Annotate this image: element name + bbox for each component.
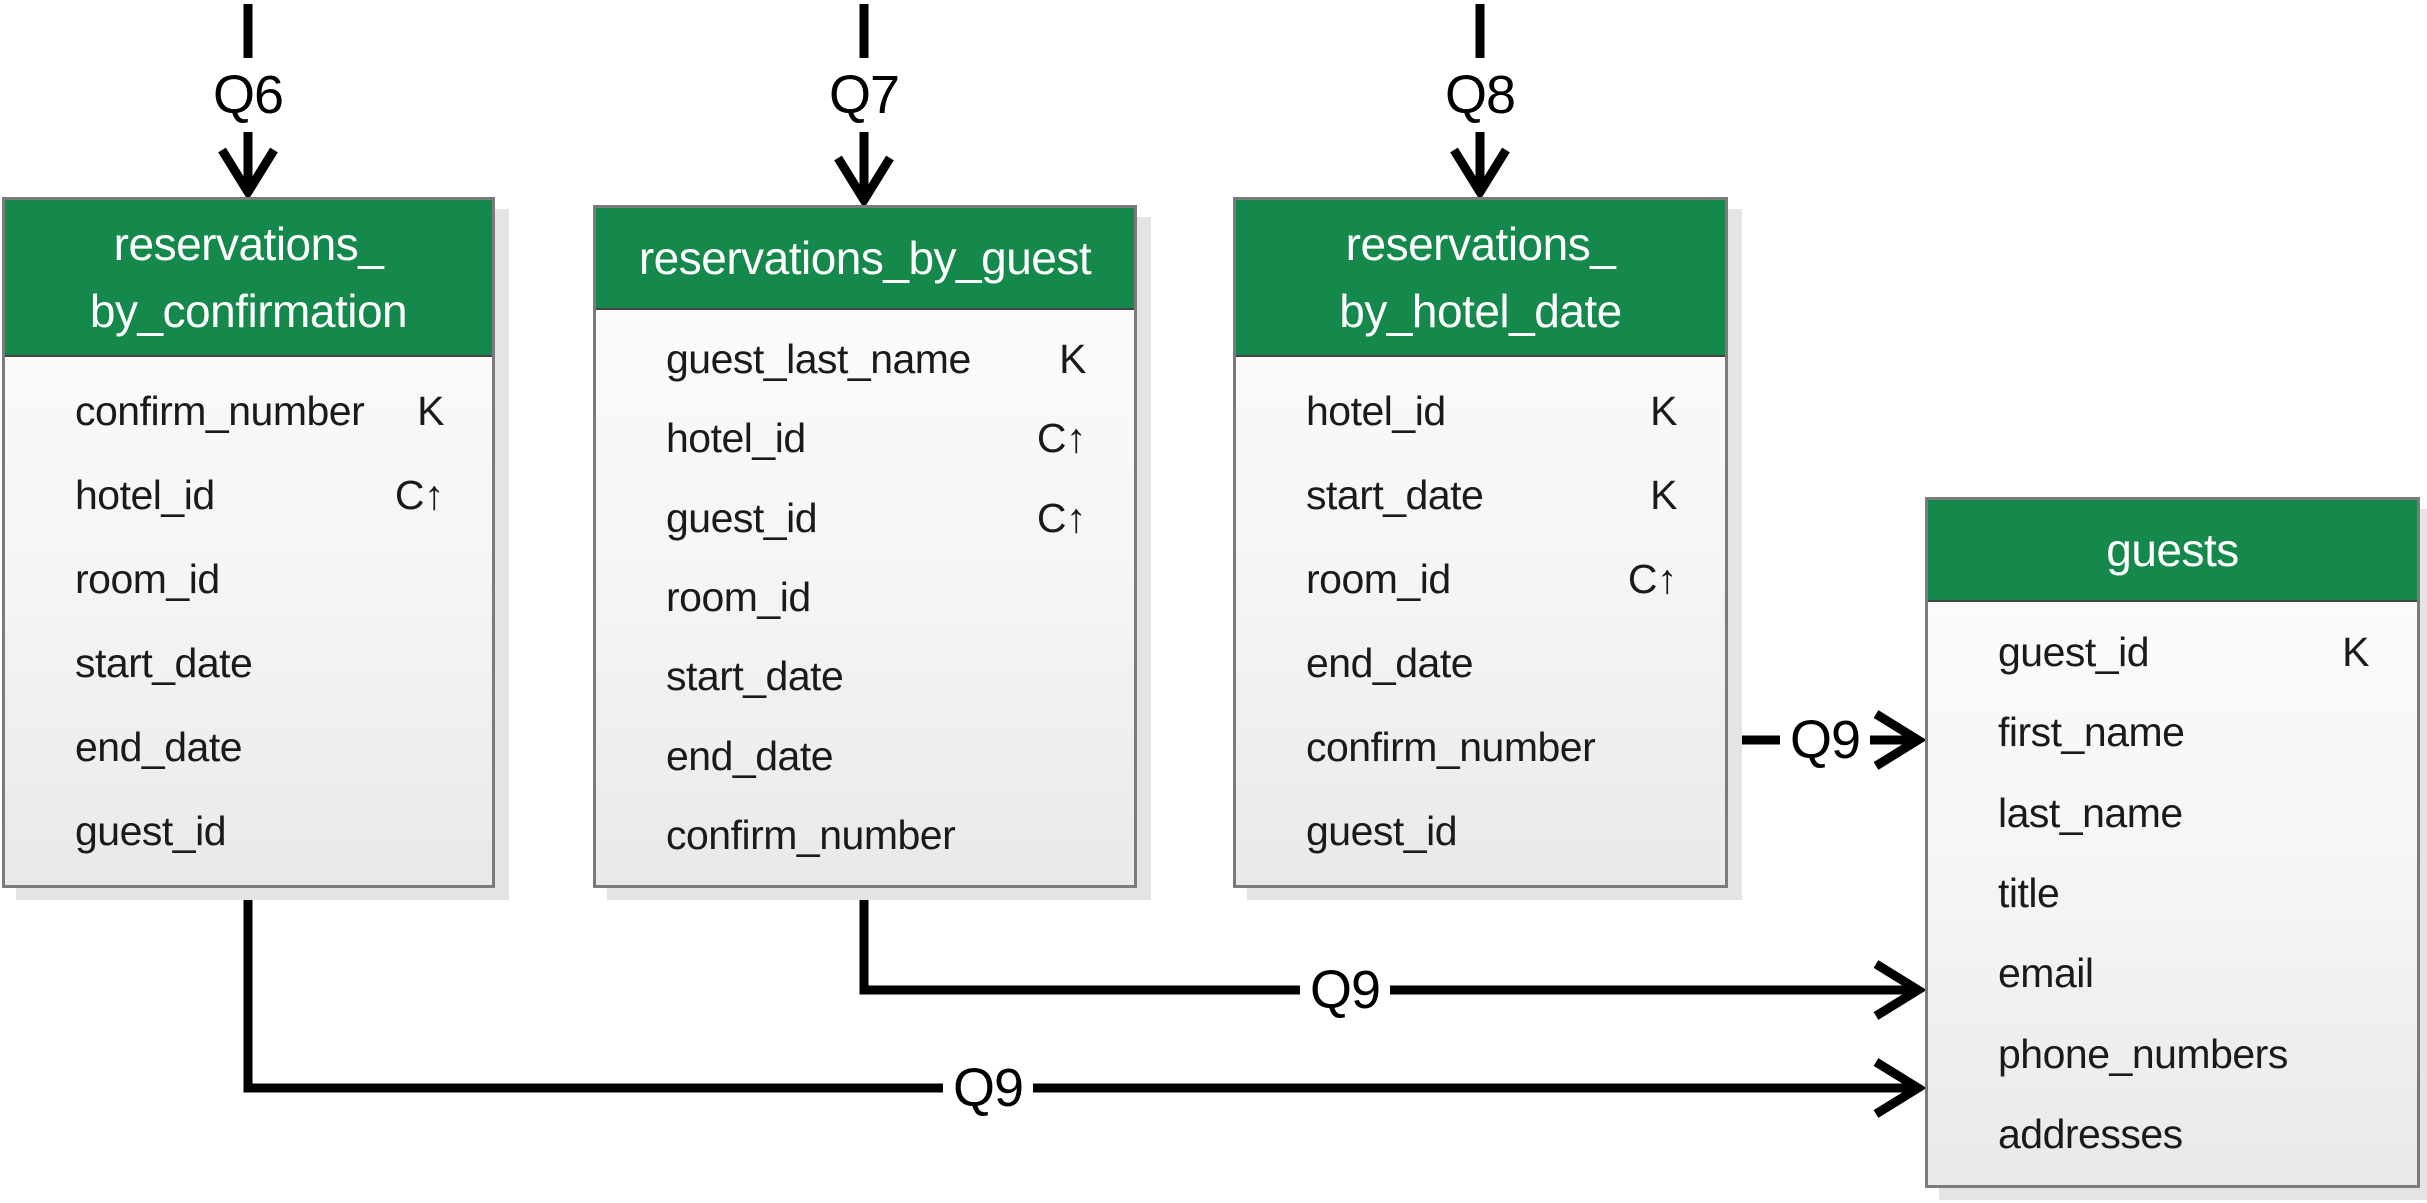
field-row: room_id bbox=[5, 549, 492, 609]
field-row: start_date K bbox=[1236, 465, 1725, 525]
table-body: guest_last_name K hotel_id C↑ guest_id C… bbox=[596, 310, 1134, 885]
table-reservations-by-confirmation: reservations_ by_confirmation confirm_nu… bbox=[2, 197, 495, 888]
field-name: guest_last_name bbox=[666, 335, 971, 382]
query-label-q7: Q7 bbox=[828, 65, 900, 125]
field-key-indicator: C↑ bbox=[1036, 494, 1087, 541]
field-row: addresses bbox=[1928, 1105, 2417, 1165]
field-row: guest_last_name K bbox=[596, 329, 1134, 389]
field-key-indicator: K bbox=[1650, 471, 1677, 518]
field-name: hotel_id bbox=[1306, 387, 1446, 434]
field-row: end_date bbox=[5, 717, 492, 777]
field-key-indicator: K bbox=[1650, 387, 1677, 434]
field-row: first_name bbox=[1928, 703, 2417, 763]
field-key-indicator: C↑ bbox=[394, 471, 445, 518]
table-header: reservations_ by_hotel_date bbox=[1236, 200, 1725, 357]
field-row: guest_id K bbox=[1928, 622, 2417, 682]
field-row: hotel_id C↑ bbox=[596, 409, 1134, 469]
field-name: guest_id bbox=[666, 494, 818, 541]
query-label-q6: Q6 bbox=[212, 65, 284, 125]
query-label-q9-from-guest: Q9 bbox=[1299, 959, 1391, 1021]
field-name: title bbox=[1998, 870, 2060, 916]
field-name: room_id bbox=[666, 574, 811, 620]
field-row: end_date bbox=[1236, 633, 1725, 693]
table-header: reservations_ by_confirmation bbox=[5, 200, 492, 357]
field-name: email bbox=[1998, 950, 2094, 997]
field-key-indicator: K bbox=[417, 387, 444, 434]
field-name: start_date bbox=[1306, 471, 1484, 518]
field-name: end_date bbox=[75, 723, 243, 770]
field-name: guest_id bbox=[1306, 807, 1458, 854]
field-name: first_name bbox=[1998, 709, 2185, 756]
field-name: start_date bbox=[75, 639, 253, 686]
table-reservations-by-hotel-date: reservations_ by_hotel_date hotel_id K s… bbox=[1233, 197, 1728, 888]
field-key-indicator: K bbox=[2342, 628, 2369, 675]
field-name: room_id bbox=[1306, 555, 1451, 602]
field-row: guest_id C↑ bbox=[596, 488, 1134, 548]
field-name: confirm_number bbox=[666, 812, 956, 859]
table-header: guests bbox=[1928, 500, 2417, 602]
field-row: confirm_number K bbox=[5, 381, 492, 441]
query-label-q9-from-hotel-date: Q9 bbox=[1779, 709, 1871, 771]
field-name: addresses bbox=[1998, 1111, 2183, 1158]
field-row: end_date bbox=[596, 726, 1134, 786]
table-body: hotel_id K start_date K room_id C↑ end_d… bbox=[1236, 357, 1725, 885]
field-name: hotel_id bbox=[666, 415, 806, 462]
field-row: hotel_id K bbox=[1236, 381, 1725, 441]
field-row: email bbox=[1928, 944, 2417, 1004]
table-header: reservations_by_guest bbox=[596, 208, 1134, 310]
field-name: guest_id bbox=[1998, 628, 2150, 675]
field-name: end_date bbox=[1306, 639, 1474, 686]
field-name: end_date bbox=[666, 732, 834, 779]
table-reservations-by-guest: reservations_by_guest guest_last_name K … bbox=[593, 205, 1137, 888]
table-guests: guests guest_id K first_name last_name t… bbox=[1925, 497, 2420, 1188]
field-key-indicator: C↑ bbox=[1627, 555, 1678, 602]
field-row: start_date bbox=[5, 633, 492, 693]
field-row: last_name bbox=[1928, 783, 2417, 843]
field-row: hotel_id C↑ bbox=[5, 465, 492, 525]
field-name: hotel_id bbox=[75, 471, 215, 518]
field-name: room_id bbox=[75, 555, 220, 602]
field-row: phone_numbers bbox=[1928, 1024, 2417, 1084]
query-label-q8: Q8 bbox=[1444, 65, 1516, 125]
field-row: room_id bbox=[596, 568, 1134, 628]
field-name: last_name bbox=[1998, 789, 2183, 836]
field-row: room_id C↑ bbox=[1236, 549, 1725, 609]
field-row: confirm_number bbox=[596, 806, 1134, 866]
field-row: guest_id bbox=[1236, 801, 1725, 861]
field-row: guest_id bbox=[5, 801, 492, 861]
field-row: title bbox=[1928, 864, 2417, 924]
field-key-indicator: C↑ bbox=[1036, 415, 1087, 462]
field-row: confirm_number bbox=[1236, 717, 1725, 777]
field-key-indicator: K bbox=[1059, 335, 1086, 382]
table-body: guest_id K first_name last_name title em… bbox=[1928, 602, 2417, 1185]
field-name: confirm_number bbox=[1306, 723, 1596, 770]
field-name: phone_numbers bbox=[1998, 1030, 2288, 1077]
query-label-q9-from-confirmation: Q9 bbox=[942, 1057, 1034, 1119]
table-body: confirm_number K hotel_id C↑ room_id sta… bbox=[5, 357, 492, 885]
field-name: start_date bbox=[666, 653, 844, 700]
q9-arrow-from-confirmation bbox=[243, 888, 1912, 1088]
field-row: start_date bbox=[596, 647, 1134, 707]
field-name: confirm_number bbox=[75, 387, 365, 434]
field-name: guest_id bbox=[75, 807, 227, 854]
